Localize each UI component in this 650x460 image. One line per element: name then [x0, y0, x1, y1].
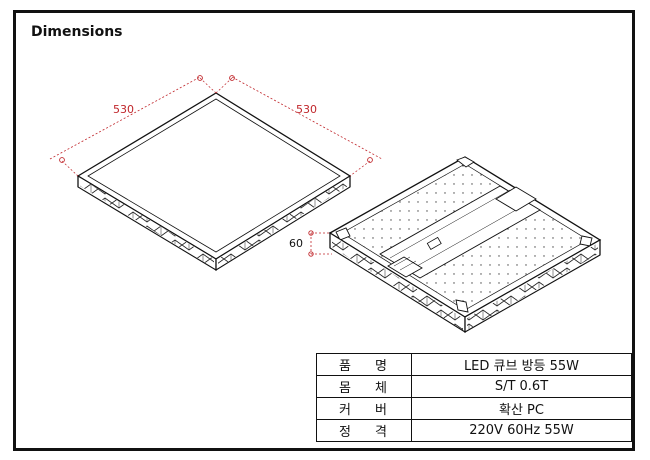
spec-key: 커 버	[316, 397, 412, 420]
dimension-lines	[49, 75, 383, 257]
rear-view-fixture	[328, 156, 602, 333]
spec-value: 확산 PC	[411, 397, 632, 420]
front-view-fixture	[76, 92, 352, 271]
drawing-frame	[13, 10, 635, 451]
spec-value: S/T 0.6T	[411, 375, 632, 398]
width-dimension-label: 530	[113, 103, 134, 116]
page-title: Dimensions	[31, 24, 123, 40]
spec-value: 220V 60Hz 55W	[411, 419, 632, 442]
height-dimension-label: 60	[289, 237, 303, 250]
spec-key: 몸 체	[316, 375, 412, 398]
depth-dimension-label: 530	[296, 103, 317, 116]
spec-key: 정 격	[316, 419, 412, 442]
spec-value: LED 큐브 방등 55W	[411, 353, 632, 376]
spec-key: 품 명	[316, 353, 412, 376]
